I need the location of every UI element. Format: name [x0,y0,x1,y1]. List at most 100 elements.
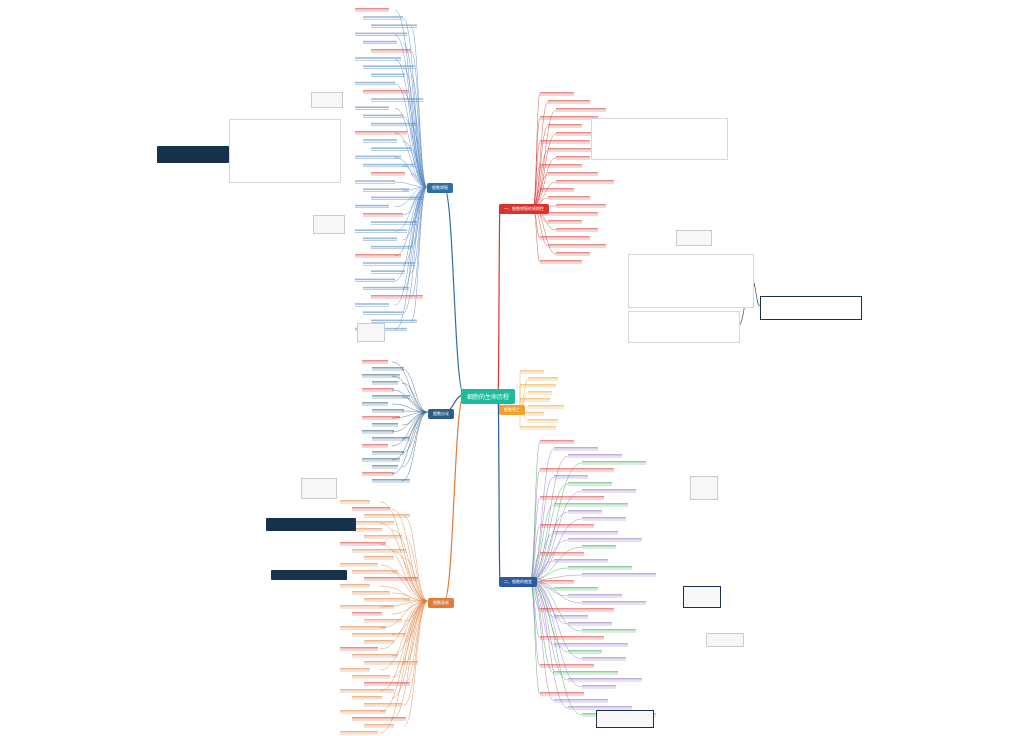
connector [529,441,541,581]
connector [410,124,428,188]
connector [379,600,429,671]
leaf-text-line [362,360,388,362]
table-far-right [760,296,862,320]
note-left-top [157,146,229,163]
leaf-text-line [556,180,614,182]
leaf-text-line [371,196,423,199]
thumbnail-right-2 [690,476,718,500]
leaf-text-line [372,423,398,425]
leaf-text-line [528,391,552,393]
leaf-text-line [352,654,398,656]
leaf-text-line [371,270,405,272]
connector [529,579,583,688]
connector [401,396,429,413]
leaf-text-line [364,724,394,726]
connector [410,50,428,188]
connector [529,579,583,604]
connector [532,109,557,208]
leaf-text-line [554,503,628,505]
leaf-text-line [540,468,614,470]
connector [529,476,555,581]
leaf-text-line [364,556,394,558]
leaf-text-line [556,156,590,158]
connector [379,543,429,602]
leaf-text-line [556,132,598,134]
leaf-text-line [568,622,612,624]
leaf-text-line [372,465,398,467]
leaf-text-line [363,237,397,240]
branch-node-6[interactable]: 二、细胞的癌变 [499,577,537,587]
branch-node-4[interactable]: 细胞死亡 [499,405,525,415]
branch-node-5[interactable]: 一、细胞增殖的周期性 [499,204,549,214]
leaf-text-line [582,685,616,687]
thumbnail-left-1 [311,92,343,108]
leaf-text-line [554,643,628,645]
leaf-text-line [364,619,402,621]
thumbnail-left-3 [357,323,385,342]
leaf-text-line [540,692,584,694]
leaf-text-line [362,472,394,474]
connector [410,75,428,188]
thumbnail-right-1 [676,230,712,246]
branch-node-2[interactable]: 细胞分化 [428,409,454,419]
leaf-text-line [556,252,590,254]
connector [410,100,428,188]
leaf-text-line [554,447,598,449]
root-node[interactable]: 细胞的生命历程 [461,389,516,404]
leaf-text-line [554,671,618,673]
leaf-text-line [556,108,606,110]
note-left-mid [266,518,356,531]
leaf-text-line [568,454,622,456]
connector [402,116,428,188]
connector [402,186,428,314]
leaf-text-line [540,440,574,442]
leaf-text-line [371,319,417,322]
leaf-text-line [363,188,409,190]
leaf-nodes [340,8,656,735]
leaf-text-line [554,531,618,533]
leaf-text-line [355,254,401,256]
branch-node-3[interactable]: 细胞衰老 [428,598,454,608]
connector [532,206,541,263]
leaf-text-line [540,636,604,638]
connector [391,600,429,678]
connector [403,536,429,602]
connector [529,455,569,581]
connector [391,508,429,602]
leaf-text-line [372,367,404,369]
leaf-text-line [548,196,590,198]
connector [391,411,429,475]
leaf-text-line [355,32,407,35]
leaf-text-line [340,626,386,628]
branch-node-1[interactable]: 细胞增殖 [427,183,453,193]
leaf-text-line [520,398,550,400]
connector [379,522,429,602]
leaf-text-line [355,8,389,10]
leaf-text-line [364,682,410,684]
leaf-text-line [340,521,394,523]
leaf-text-line [340,500,370,502]
leaf-text-line [340,689,394,691]
connector [529,448,555,581]
leaf-text-line [371,147,411,149]
leaf-text-line [556,228,598,230]
leaf-text-line [362,402,388,404]
leaf-text-line [340,563,378,565]
leaf-text-line [355,106,389,108]
leaf-text-line [362,416,400,418]
table-right-1 [591,118,728,160]
leaf-text-line [371,172,405,174]
leaf-text-line [363,65,415,67]
connector [391,361,429,413]
leaf-text-line [352,528,382,530]
leaf-text-line [540,580,574,582]
connector [529,579,541,695]
thumbnail-left-2 [313,215,345,234]
leaf-text-line [352,717,406,719]
leaf-text-line [371,49,411,51]
leaf-text-line [556,204,606,206]
leaf-text-line [355,131,407,133]
leaf-text-line [355,229,407,231]
leaf-text-line [372,395,410,397]
